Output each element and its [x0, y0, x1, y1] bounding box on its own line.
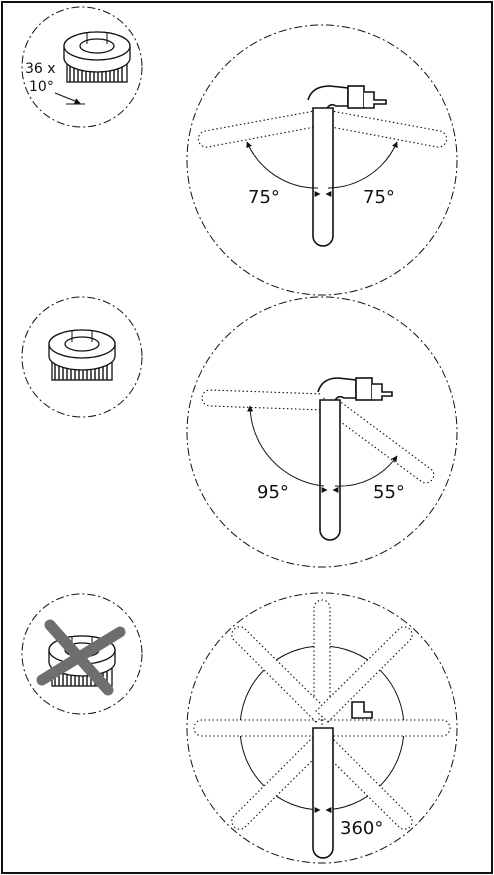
faucet-lever-icon [364, 91, 387, 109]
spout-right-position [325, 109, 448, 148]
knob-detail-circle-3 [21, 593, 143, 715]
left-angle-label: 75° [248, 187, 280, 208]
spout-left-position [197, 109, 321, 148]
faucet-body [307, 85, 349, 111]
panel-3: 360° [21, 592, 458, 864]
knob-detail-circle-2 [21, 296, 143, 418]
spout-positions-360 [193, 599, 451, 830]
spout-center-3 [312, 727, 334, 859]
right-angle-label-2: 55° [373, 482, 405, 503]
swivel-range-circle-1 [186, 24, 458, 296]
panel-1: 36 x 10° 75° 75° [21, 6, 458, 296]
adjustment-ring-icon [63, 31, 131, 83]
faucet-lever-icon-2 [372, 383, 393, 401]
spec-top-label: 36 x [25, 61, 56, 77]
not-allowed-cross-icon [36, 619, 126, 696]
spec-bottom-label: 10° [29, 79, 54, 95]
rotation-label: 360° [340, 818, 383, 839]
swivel-range-circle-2 [186, 296, 458, 568]
adjustment-ring-icon-2 [48, 329, 116, 381]
knob-detail-circle-1 [21, 6, 143, 128]
spout-center-2 [319, 399, 341, 541]
right-angle-label: 75° [363, 187, 395, 208]
faucet-lever-icon-3 [351, 701, 373, 719]
spout-left-position-2 [201, 389, 325, 411]
spout-right-position-2 [329, 399, 435, 484]
spout-center [312, 107, 334, 247]
left-angle-label-2: 95° [257, 482, 289, 503]
swivel-range-circle-3 [186, 592, 458, 864]
panel-2: 95° 55° [21, 296, 458, 568]
